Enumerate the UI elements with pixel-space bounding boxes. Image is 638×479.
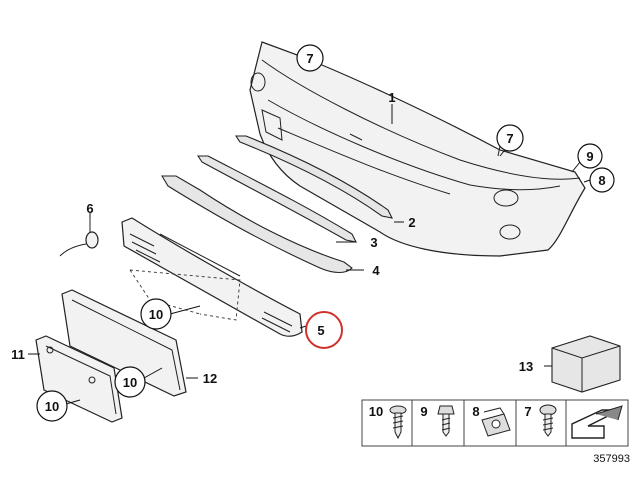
diagram-id: 357993	[593, 453, 630, 465]
callout-8[interactable]: 8	[589, 167, 615, 193]
legend-item-direction	[571, 405, 623, 439]
callout-5-highlight[interactable]: 5	[305, 311, 343, 349]
callout-label: 6	[86, 201, 93, 216]
callout-6[interactable]: 6	[86, 201, 93, 216]
callout-4[interactable]: 4	[372, 263, 380, 278]
callout-10-plate[interactable]: 10	[114, 366, 146, 398]
callout-label: 2	[408, 215, 415, 230]
fastener-legend: 10 9 8 7	[361, 399, 629, 447]
screw-icon	[389, 405, 407, 440]
callout-label: 8	[598, 173, 605, 188]
tow-hook-cover[interactable]	[59, 218, 99, 257]
callout-13[interactable]: 13	[519, 359, 533, 374]
bolt-icon	[437, 405, 455, 437]
callout-12[interactable]: 12	[203, 371, 217, 386]
foam-block[interactable]	[551, 335, 621, 393]
license-plate-holder[interactable]	[61, 289, 187, 397]
callout-label: 10	[149, 307, 163, 322]
callout-9[interactable]: 9	[577, 143, 603, 169]
direction-arrow-icon	[571, 405, 623, 439]
legend-label: 7	[524, 404, 531, 419]
callout-7-right[interactable]: 7	[496, 124, 524, 152]
legend-item-screw-10[interactable]: 10	[369, 404, 407, 440]
front-bumper-cover[interactable]	[249, 41, 586, 257]
callout-label: 13	[519, 359, 533, 374]
highlight-ring	[305, 311, 343, 349]
callout-2[interactable]: 2	[408, 215, 415, 230]
callout-label: 11	[11, 347, 25, 362]
callout-label: 5	[317, 323, 324, 338]
license-plate-base[interactable]	[35, 335, 123, 423]
lower-grille[interactable]	[121, 217, 303, 337]
legend-label: 9	[420, 404, 427, 419]
trim-strip-upper[interactable]	[234, 135, 393, 219]
callout-label: 10	[45, 399, 59, 414]
lower-spoiler-strip[interactable]	[161, 175, 353, 274]
legend-item-screw-7[interactable]: 7	[524, 404, 557, 437]
callout-label: 7	[506, 131, 513, 146]
callout-label: 7	[306, 51, 313, 66]
clip-nut-icon	[481, 407, 511, 437]
callout-label: 9	[586, 149, 593, 164]
callout-label: 1	[388, 90, 395, 105]
callout-1[interactable]: 1	[388, 90, 395, 105]
legend-item-bolt-9[interactable]: 9	[420, 404, 455, 437]
legend-label: 8	[472, 404, 479, 419]
callout-label: 12	[203, 371, 217, 386]
callout-label: 4	[372, 263, 380, 278]
callout-7-top[interactable]: 7	[296, 44, 324, 72]
callout-10-grille[interactable]: 10	[140, 298, 172, 330]
callout-label: 3	[370, 235, 377, 250]
callout-10-base[interactable]: 10	[36, 390, 68, 422]
legend-item-clip-nut-8[interactable]: 8	[472, 404, 511, 437]
callout-3[interactable]: 3	[370, 235, 377, 250]
pan-screw-icon	[539, 404, 557, 437]
legend-label: 10	[369, 404, 383, 419]
callout-label: 10	[123, 375, 137, 390]
callout-11[interactable]: 11	[11, 347, 25, 362]
